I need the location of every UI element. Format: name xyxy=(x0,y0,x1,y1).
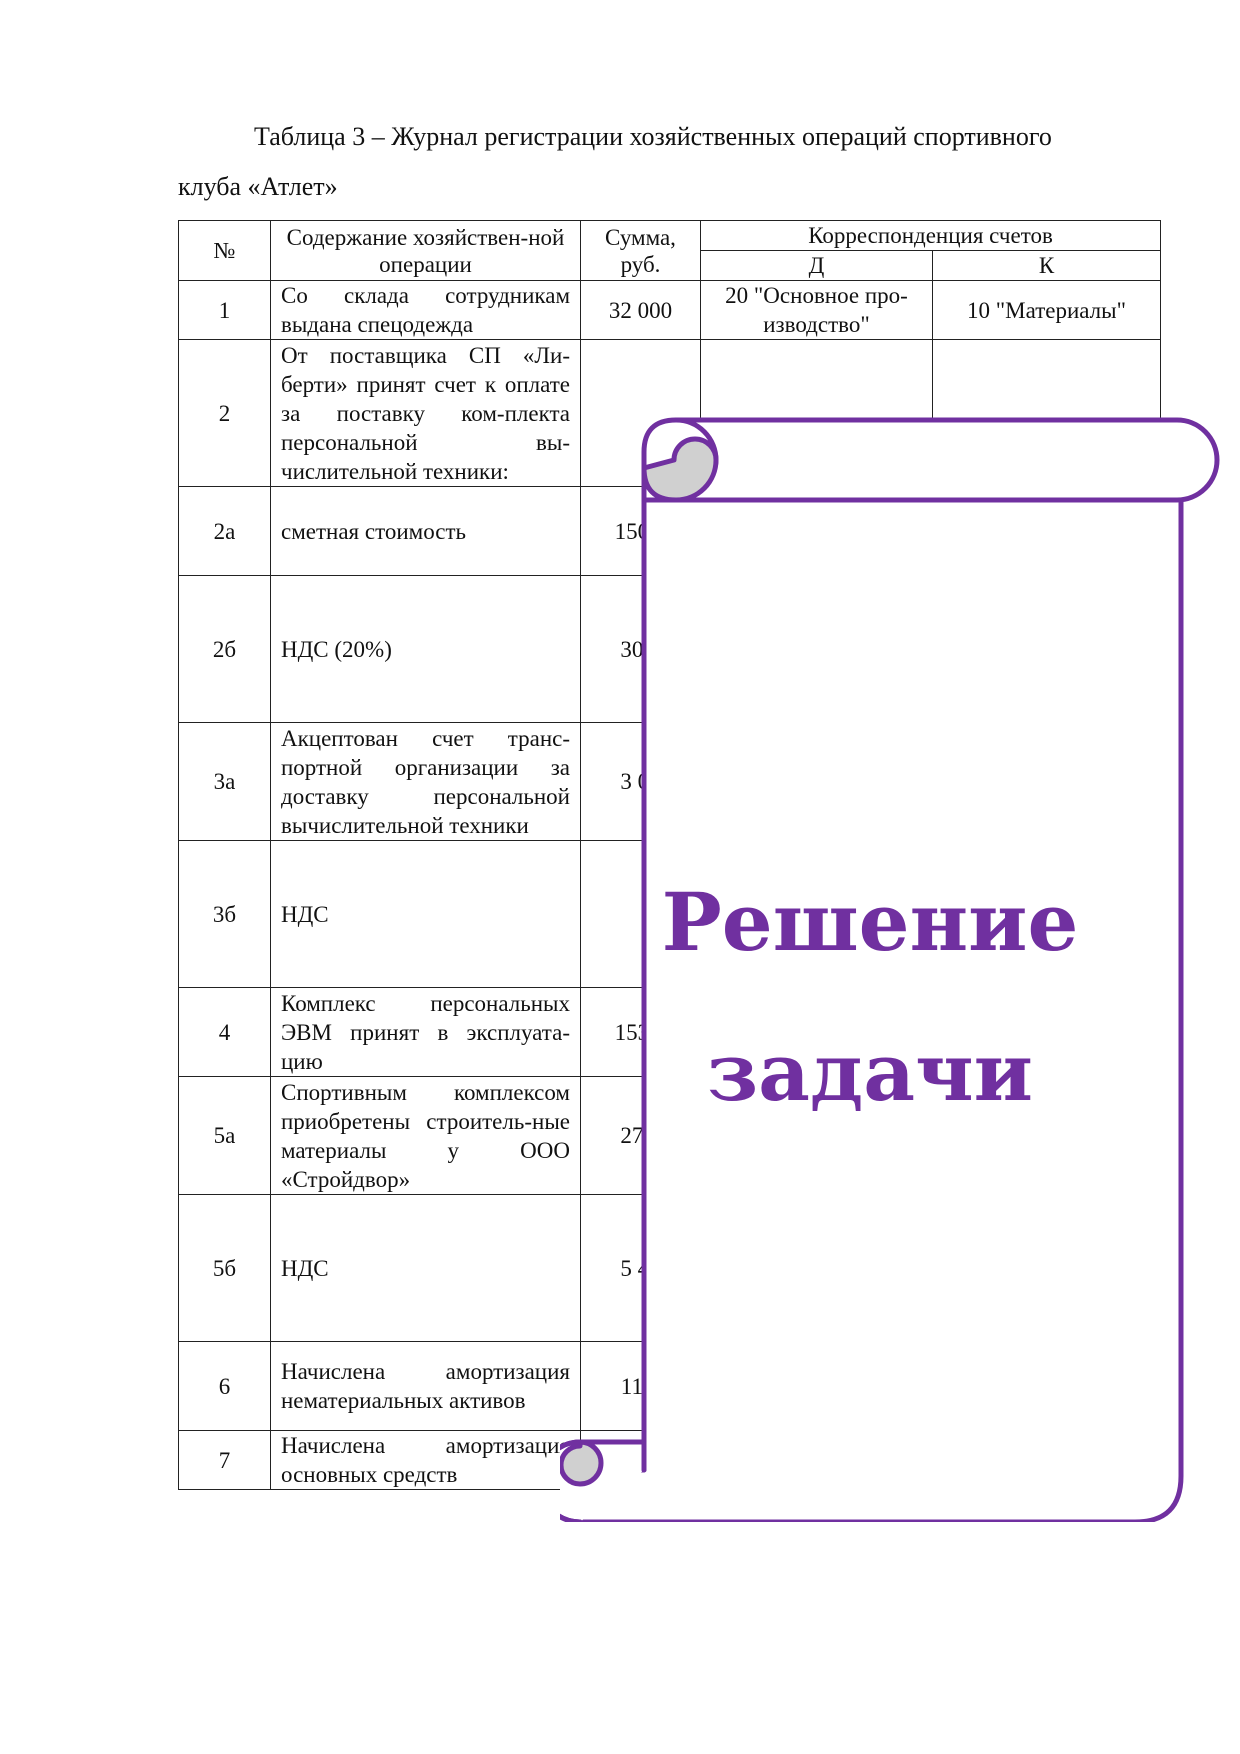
row-debit: 20 "Основное про-изводство" xyxy=(700,280,933,340)
header-sum: Сумма, руб. xyxy=(580,220,701,281)
solution-scroll-overlay: Решение задачи xyxy=(560,412,1220,1522)
row-sum: 32 000 xyxy=(580,280,701,340)
row-desc: От поставщика СП «Ли-берти» принят счет … xyxy=(270,339,581,487)
row-desc: Со склада сотрудникам выдана спецодежда xyxy=(270,280,581,340)
row-desc: НДС xyxy=(270,1194,581,1342)
row-num: 6 xyxy=(178,1341,271,1431)
table-row: 1 Со склада сотрудникам выдана спецодежд… xyxy=(178,280,1162,340)
row-desc: НДС (20%) xyxy=(270,575,581,723)
header-credit: К xyxy=(931,250,1162,281)
scroll-shape xyxy=(560,417,1220,1522)
solution-title-line-1: Решение xyxy=(661,875,1079,969)
row-num: 7 xyxy=(178,1430,271,1490)
row-num: 4 xyxy=(178,987,271,1077)
row-desc: Акцептован счет транс-портной организаци… xyxy=(270,722,581,841)
table-caption: Таблица 3 – Журнал регистрации хозяйстве… xyxy=(178,112,1158,212)
row-desc: Комплекс персональных ЭВМ принят в экспл… xyxy=(270,987,581,1077)
row-num: 2б xyxy=(178,575,271,723)
row-num: 3а xyxy=(178,722,271,841)
solution-title: Решение задачи xyxy=(660,847,1080,1147)
row-num: 2 xyxy=(178,339,271,487)
row-desc: сметная стоимость xyxy=(270,486,581,576)
row-num: 1 xyxy=(178,280,271,340)
row-desc: Начислена амортизация нематериальных акт… xyxy=(270,1341,581,1431)
row-desc: НДС xyxy=(270,840,581,988)
row-desc: Спортивным комплексом приобретены строит… xyxy=(270,1076,581,1195)
header-correspondence: Корреспонденция счетов xyxy=(699,220,1162,251)
solution-title-line-2: задачи xyxy=(707,1025,1033,1119)
row-num: 5а xyxy=(178,1076,271,1195)
row-desc: Начислена амортизация основных средств xyxy=(270,1430,581,1490)
caption-line-1: Таблица 3 – Журнал регистрации хозяйстве… xyxy=(254,122,1052,151)
row-num: 5б xyxy=(178,1194,271,1342)
row-num: 3б xyxy=(178,840,271,988)
header-content: Содержание хозяйствен-ной операции xyxy=(270,220,581,281)
row-num: 2а xyxy=(178,486,271,576)
header-num: № xyxy=(178,220,271,281)
row-credit: 10 "Материалы" xyxy=(931,280,1162,340)
caption-line-2: клуба «Атлет» xyxy=(178,172,338,201)
header-debit: Д xyxy=(700,250,933,281)
